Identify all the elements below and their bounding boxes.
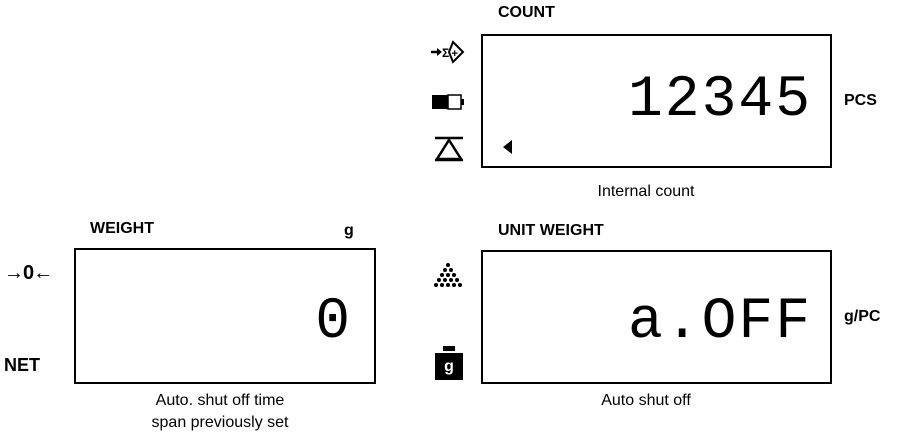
battery-icon (432, 94, 464, 110)
svg-text:+: + (452, 48, 458, 60)
weight-label: WEIGHT (90, 220, 154, 237)
count-caption: Internal count (597, 183, 695, 200)
weight-badge: g (435, 353, 463, 380)
count-display: 12345 (481, 34, 832, 168)
count-value: 12345 (627, 68, 812, 133)
unit-weight-unit: g/PC (844, 308, 881, 325)
weight-value: 0 (315, 290, 352, 355)
pile-icon (434, 263, 462, 287)
unit-weight-caption: Auto shut off (601, 392, 691, 409)
sum-add-icon: Σ + (431, 40, 465, 64)
weight-display: 0 (74, 248, 376, 384)
unit-weight-g-icon: g (435, 346, 463, 380)
unit-weight-label: UNIT WEIGHT (498, 222, 604, 239)
count-label: COUNT (498, 4, 555, 21)
weight-unit: g (344, 222, 354, 239)
weight-caption-line2: span previously set (151, 414, 289, 431)
tare-triangle-icon (434, 136, 464, 162)
unit-weight-display: a.OFF (481, 250, 832, 384)
left-arrow-indicator-icon (503, 140, 512, 154)
unit-weight-value: a.OFF (627, 290, 812, 355)
svg-text:Σ: Σ (442, 46, 449, 60)
net-label: NET (4, 355, 40, 375)
weight-caption-line1: Auto. shut off time (155, 392, 285, 409)
count-unit: PCS (844, 92, 877, 109)
zero-indicator: →0← (4, 262, 53, 284)
